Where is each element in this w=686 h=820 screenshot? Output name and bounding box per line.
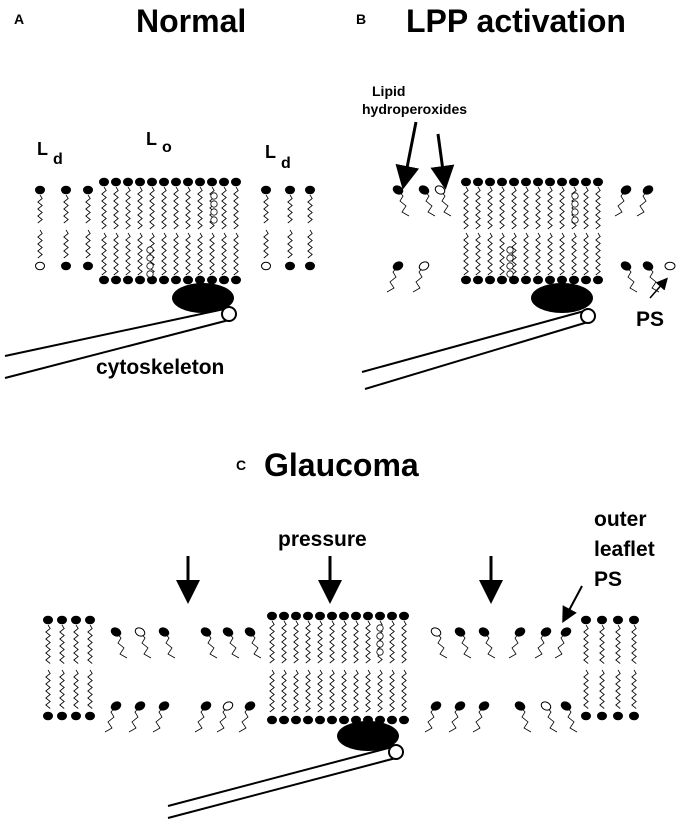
outer-leaflet-ps-line2: leaflet xyxy=(594,538,655,561)
ps-arrow xyxy=(649,277,668,299)
hydroperoxide-arrow-2 xyxy=(430,133,455,190)
outer-leaflet-ps-line1: outer xyxy=(594,508,647,531)
panel-c-title: Glaucoma xyxy=(264,447,419,483)
cytoskeleton-filament-a xyxy=(4,306,237,379)
outer-leaflet-arrow xyxy=(562,585,583,624)
panel-c-letter: C xyxy=(236,457,246,473)
cytoskeleton-label: cytoskeleton xyxy=(96,356,224,379)
lipid-hydroperoxides-line2: hydroperoxides xyxy=(362,101,467,117)
membrane-c xyxy=(43,611,639,733)
ld-label-left: L xyxy=(37,139,48,159)
lipid-hydroperoxides-line1: Lipid xyxy=(372,83,405,99)
anchor-protein-b xyxy=(531,283,593,313)
membrane-a xyxy=(35,177,315,285)
panel-b-letter: B xyxy=(356,11,366,27)
ld-label-right: L xyxy=(265,142,276,162)
ld-sub-left: d xyxy=(53,151,63,168)
anchor-protein-a xyxy=(172,283,234,313)
hydroperoxide-arrow-1 xyxy=(395,121,420,190)
lo-label: L xyxy=(146,129,157,149)
outer-leaflet-ps-line3: PS xyxy=(594,568,622,591)
lo-sub: o xyxy=(162,139,172,156)
panel-a: A Normal L d L o L d cytoskeleton xyxy=(4,3,315,379)
panel-a-letter: A xyxy=(14,11,24,27)
cytoskeleton-filament-c xyxy=(167,744,404,819)
membrane-b xyxy=(386,177,676,293)
anchor-protein-c xyxy=(337,721,399,751)
panel-b-title: LPP activation xyxy=(406,3,626,39)
pressure-label: pressure xyxy=(278,528,367,551)
panel-b: B LPP activation Lipid hydroperoxides PS xyxy=(356,3,676,390)
panel-a-title: Normal xyxy=(136,3,246,39)
cytoskeleton-filament-b xyxy=(361,308,596,390)
ps-label-b: PS xyxy=(636,308,664,331)
panel-c: C Glaucoma pressure outer leaflet PS xyxy=(43,447,655,819)
ld-sub-right: d xyxy=(281,155,291,172)
